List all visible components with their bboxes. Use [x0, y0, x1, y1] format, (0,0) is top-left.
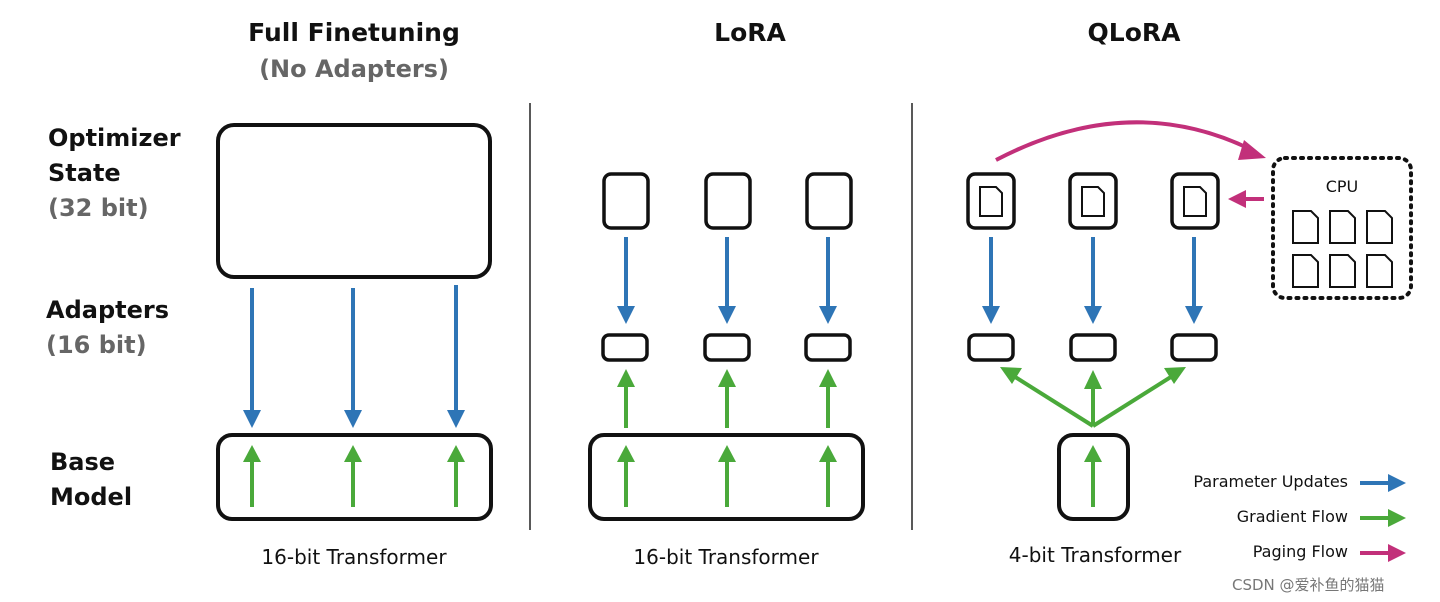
green-arrow-head — [243, 445, 261, 462]
legend-parameter-updates-arrow — [1360, 474, 1406, 492]
qlora-parameter-update-arrows — [982, 237, 1203, 324]
row-label-adapters-bits: (16 bit) — [46, 331, 147, 359]
blue-arrow-head — [617, 306, 635, 324]
qlora-gradient-flow-arrows — [1000, 367, 1186, 507]
magenta-curve — [995, 120, 1253, 162]
lora-base-model-box — [588, 433, 865, 521]
cpu-box — [1271, 156, 1413, 300]
lora-adapter-box — [703, 333, 751, 362]
full-finetuning-title: Full Finetuning — [248, 18, 460, 47]
legend-green-head — [1388, 509, 1406, 527]
magenta-arrow-head — [1228, 190, 1246, 208]
green-arrow-shaft — [1091, 373, 1176, 428]
green-arrow-head — [1000, 367, 1022, 384]
green-arrow-shaft — [1010, 373, 1095, 428]
blue-arrow-head — [1185, 306, 1203, 324]
lora-optimizer-box — [602, 172, 650, 230]
green-arrow-head — [1164, 367, 1186, 384]
green-arrow-head — [344, 445, 362, 462]
qlora-optimizer-box — [1170, 172, 1220, 230]
page-icon — [1292, 210, 1319, 244]
green-arrow-head — [819, 445, 837, 462]
lora-adapter-boxes — [601, 333, 852, 362]
row-label-adapters: Adapters (16 bit) — [46, 293, 169, 363]
legend-paging-flow-arrow — [1360, 544, 1406, 562]
full-gradient-flow-arrows — [243, 445, 465, 507]
watermark: CSDN @爱补鱼的猫猫 — [1232, 576, 1385, 594]
cpu-label: CPU — [1325, 177, 1359, 196]
blue-arrow-head — [344, 410, 362, 428]
legend-blue-head — [1388, 474, 1406, 492]
full-finetuning-caption: 16-bit Transformer — [261, 545, 447, 569]
full-parameter-update-arrows — [243, 285, 465, 428]
blue-arrow-head — [447, 410, 465, 428]
row-label-optimizer-state: Optimizer State (32 bit) — [48, 121, 181, 226]
full-finetuning-subtitle: (No Adapters) — [259, 55, 449, 83]
lora-optimizer-state-boxes — [602, 172, 853, 230]
qlora-optimizer-state-boxes — [966, 172, 1220, 230]
green-arrow-head — [819, 369, 837, 387]
green-arrow-head — [1084, 370, 1102, 389]
row-label-base-model: Base Model — [50, 445, 132, 515]
blue-arrow-head — [819, 306, 837, 324]
row-label-base-line1: Base — [50, 448, 116, 476]
page-icon — [1366, 210, 1393, 244]
qlora-adapter-box — [1069, 333, 1117, 362]
green-arrow-head — [718, 445, 736, 462]
legend-gradient-flow-label: Gradient Flow — [1236, 507, 1348, 526]
page-icon — [1366, 254, 1393, 288]
blue-arrow-head — [718, 306, 736, 324]
row-label-adapters-line1: Adapters — [46, 296, 169, 324]
lora-optimizer-box — [805, 172, 853, 230]
legend-gradient-flow-arrow — [1360, 509, 1406, 527]
legend-parameter-updates-label: Parameter Updates — [1193, 472, 1348, 491]
lora-adapter-box — [804, 333, 852, 362]
lora-gradient-flow-arrows — [617, 369, 837, 507]
full-optimizer-state-box — [216, 123, 492, 279]
page-icon — [1329, 254, 1356, 288]
row-label-base-line2: Model — [50, 483, 133, 511]
cpu-dotted-border — [1271, 156, 1413, 300]
qlora-adapter-box — [967, 333, 1015, 362]
qlora-title: QLoRA — [1087, 18, 1181, 47]
green-arrow-head — [617, 445, 635, 462]
row-label-optimizer-line1: Optimizer — [48, 124, 181, 152]
blue-arrow-head — [1084, 306, 1102, 324]
lora-title: LoRA — [714, 18, 786, 47]
page-icon — [1292, 254, 1319, 288]
page-icon — [979, 186, 1003, 217]
qlora-optimizer-box — [966, 172, 1016, 230]
green-arrow-head — [1084, 445, 1102, 462]
row-label-optimizer-line2: State — [48, 159, 121, 187]
qlora-paging-flow-arrow-in — [1228, 190, 1264, 208]
lora-adapter-box — [601, 333, 649, 362]
qlora-adapter-box — [1170, 333, 1218, 362]
qlora-paging-flow-arrow-out — [995, 120, 1266, 162]
qlora-caption: 4-bit Transformer — [1008, 543, 1182, 567]
lora-optimizer-box — [704, 172, 752, 230]
lora-parameter-update-arrows — [617, 237, 837, 324]
legend-paging-flow-label: Paging Flow — [1252, 542, 1348, 561]
row-label-optimizer-bits: (32 bit) — [48, 194, 149, 222]
page-icon — [1329, 210, 1356, 244]
magenta-arrow-head — [1238, 140, 1266, 160]
green-arrow-head — [617, 369, 635, 387]
green-arrow-head — [447, 445, 465, 462]
blue-arrow-head — [243, 410, 261, 428]
legend-magenta-head — [1388, 544, 1406, 562]
cpu-page-icons — [1292, 210, 1393, 288]
qlora-optimizer-box — [1068, 172, 1118, 230]
qlora-base-model-box — [1057, 433, 1130, 521]
lora-caption: 16-bit Transformer — [633, 545, 819, 569]
page-icon — [1183, 186, 1207, 217]
full-base-model-box — [216, 433, 493, 521]
page-icon — [1081, 186, 1105, 217]
qlora-adapter-boxes — [967, 333, 1218, 362]
blue-arrow-head — [982, 306, 1000, 324]
green-arrow-head — [718, 369, 736, 387]
